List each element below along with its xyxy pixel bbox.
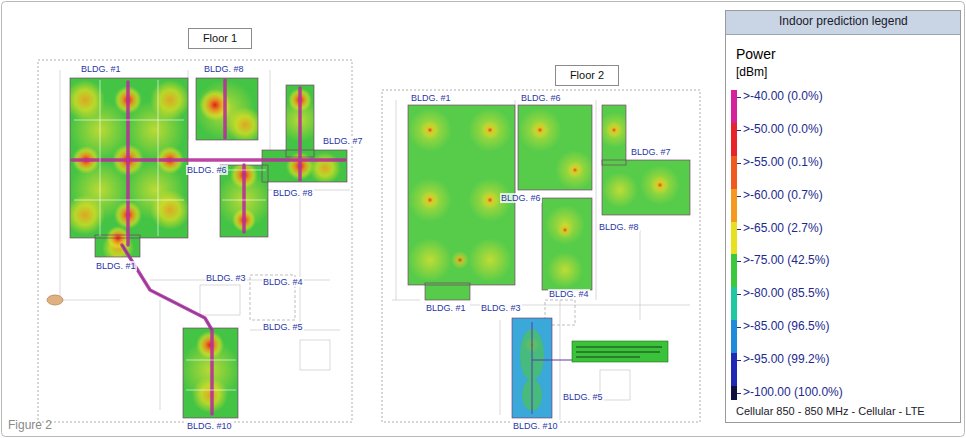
building-label: BLDG. #4: [548, 289, 590, 299]
building-label: BLDG. #5: [262, 322, 304, 332]
legend-color-bar: [731, 353, 737, 386]
building-label: BLDG. #7: [322, 136, 364, 146]
legend-entry: >-95.00 (99.2%): [743, 353, 829, 367]
legend-entry: >-50.00 (0.0%): [743, 123, 823, 137]
legend-color-bar: [731, 222, 737, 255]
legend-entry: >-55.00 (0.1%): [743, 156, 823, 170]
legend-entry: >-100.00 (100.0%): [743, 386, 843, 400]
legend-tick: [737, 294, 741, 295]
legend-color-bar: [731, 90, 737, 123]
legend-entry: >-60.00 (0.7%): [743, 189, 823, 203]
legend-note: Cellular 850 - 850 MHz - Cellular - LTE: [736, 405, 925, 418]
legend-entry: >-65.00 (2.7%): [743, 222, 823, 236]
floor-title-box: Floor 2: [555, 65, 619, 86]
legend-entry: >-80.00 (85.5%): [743, 287, 829, 301]
legend-color-bar: [731, 123, 737, 156]
building-label: BLDG. #8: [203, 64, 245, 74]
legend-title: Indoor prediction legend: [779, 15, 908, 29]
legend-heading: Power: [736, 46, 776, 62]
legend-color-bar: [731, 287, 737, 320]
building-label: BLDG. #1: [95, 261, 137, 271]
building-label: BLDG. #4: [262, 277, 304, 287]
legend-tick: [737, 196, 741, 197]
legend-tick: [737, 360, 741, 361]
legend-color-bar: [731, 320, 737, 353]
building-label: BLDG. #3: [205, 273, 247, 283]
building-label: BLDG. #1: [425, 303, 467, 313]
building-label: BLDG. #6: [500, 193, 542, 203]
legend-entry: >-75.00 (42.5%): [743, 254, 829, 268]
building-label: BLDG. #7: [630, 147, 672, 157]
building-label: BLDG. #10: [186, 421, 233, 431]
legend-tick: [737, 393, 741, 394]
legend-tick: [737, 229, 741, 230]
building-label: BLDG. #3: [480, 303, 522, 313]
floor-title: Floor 1: [203, 32, 237, 45]
legend-tick: [737, 130, 741, 131]
building-label: BLDG. #8: [598, 222, 640, 232]
building-label: BLDG. #6: [186, 165, 228, 175]
legend-tick: [737, 163, 741, 164]
figure-caption: Figure 2: [8, 419, 52, 433]
legend-unit: [dBm]: [736, 66, 767, 80]
legend-entry: >-40.00 (0.0%): [743, 90, 823, 104]
building-label: BLDG. #5: [562, 392, 604, 402]
building-label: BLDG. #6: [520, 93, 562, 103]
legend-tick: [737, 261, 741, 262]
legend-color-bar: [731, 254, 737, 287]
building-label: BLDG. #10: [512, 421, 559, 431]
floor-title-box: Floor 1: [188, 28, 252, 49]
building-label: BLDG. #8: [272, 188, 314, 198]
legend-color-bar: [731, 156, 737, 189]
legend-color-bar: [731, 189, 737, 222]
building-label: BLDG. #1: [410, 93, 452, 103]
building-label: BLDG. #1: [80, 64, 122, 74]
floor-title: Floor 2: [570, 69, 604, 82]
legend-tick: [737, 327, 741, 328]
legend-entry: >-85.00 (96.5%): [743, 320, 829, 334]
legend-tick: [737, 97, 741, 98]
